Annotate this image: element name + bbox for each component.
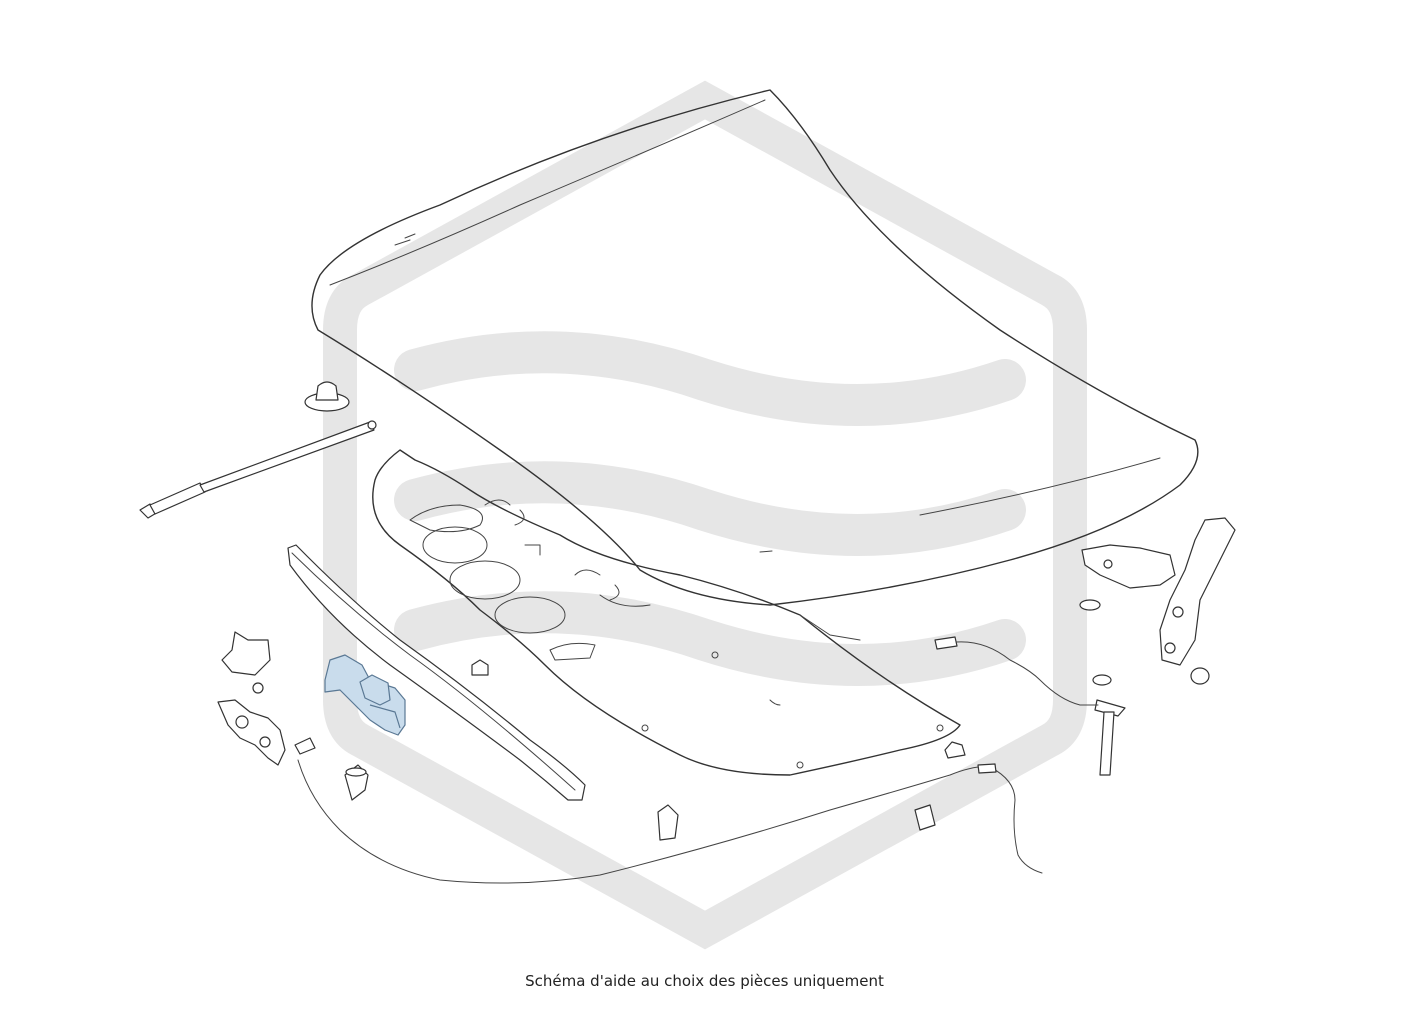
left-latch-mechanism[interactable] [217, 699, 286, 766]
right-hinge[interactable] [1159, 517, 1236, 666]
left-hinge-bracket[interactable] [221, 631, 271, 694]
push-clip-left[interactable] [344, 764, 369, 801]
hood-latch[interactable] [324, 654, 406, 736]
right-hinge-upper-bracket[interactable] [1081, 544, 1176, 589]
gas-strut[interactable] [139, 420, 377, 519]
cable-clip[interactable] [914, 804, 936, 831]
hood-panel[interactable] [311, 89, 1199, 606]
rubber-grommet-inner[interactable] [471, 659, 489, 676]
rubber-grommet-right[interactable] [944, 741, 966, 759]
bolt-left[interactable] [294, 737, 316, 755]
front-seal-strip[interactable] [287, 544, 586, 801]
watermark-logo [323, 80, 1087, 950]
release-cable[interactable] [297, 759, 1043, 884]
support-rod[interactable] [1094, 699, 1126, 776]
nut-right[interactable] [1079, 599, 1210, 686]
push-clip-center[interactable] [657, 804, 679, 841]
hood-sensor-cable[interactable] [934, 636, 1099, 706]
rubber-stop-top[interactable] [304, 381, 350, 412]
diagram-caption: Schéma d'aide au choix des pièces unique… [525, 972, 884, 990]
hood-inner-frame[interactable] [372, 449, 961, 776]
